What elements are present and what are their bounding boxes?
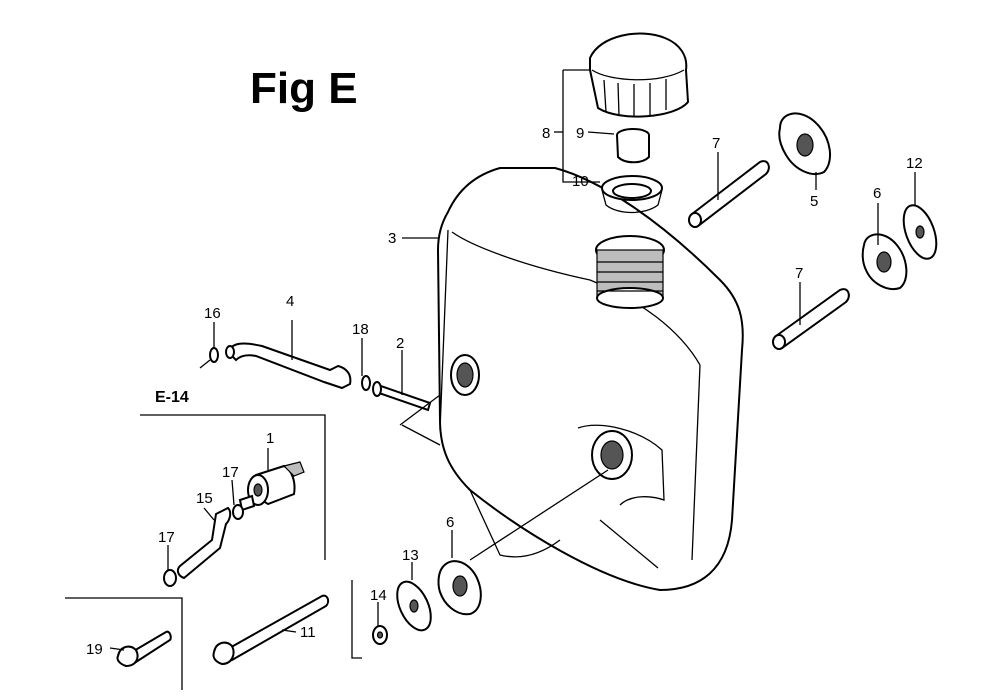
hose-clip-17-upper (232, 504, 244, 520)
callout-15: 15 (196, 490, 213, 507)
callout-2: 2 (396, 335, 404, 352)
callout-1: 1 (266, 430, 274, 447)
callout-5: 5 (810, 193, 818, 210)
callout-7-lower: 7 (795, 265, 803, 282)
bolt-19 (116, 630, 172, 668)
callout-labels: 1 2 3 4 5 6 6 7 7 8 9 10 11 12 13 14 15 … (86, 125, 923, 658)
grommet-6-right (861, 233, 908, 290)
fuel-tank (436, 167, 744, 592)
hose-clip-18 (361, 375, 371, 391)
callout-19: 19 (86, 641, 103, 658)
washer-12 (902, 204, 938, 260)
fuel-valve-1 (238, 461, 305, 512)
fuel-tube-15 (176, 506, 232, 580)
hose-clip-16 (209, 347, 219, 363)
fuel-cap (589, 32, 690, 118)
callout-18: 18 (352, 321, 369, 338)
figure-title: Fig E (250, 64, 358, 113)
callout-7-upper: 7 (712, 135, 720, 152)
hose-clip-17-lower (163, 569, 177, 587)
callout-10: 10 (572, 173, 589, 190)
callout-6-lower: 6 (446, 514, 454, 531)
rubber-mount-tube-lower (772, 288, 850, 350)
callout-4: 4 (286, 293, 294, 310)
callout-9: 9 (576, 125, 584, 142)
fuel-line-4 (225, 342, 352, 390)
group-frame-lines (65, 414, 362, 690)
callout-11: 11 (300, 624, 316, 641)
callout-12: 12 (906, 155, 923, 172)
callout-17-lower: 17 (158, 529, 175, 546)
reference-e14: E-14 (155, 389, 189, 406)
filter-screen (616, 128, 650, 164)
bolt-11 (212, 594, 330, 666)
callout-16: 16 (204, 305, 221, 322)
callout-14: 14 (370, 587, 387, 604)
grommet-5 (778, 112, 832, 175)
callout-6-right: 6 (873, 185, 881, 202)
leader-lines (109, 69, 916, 651)
bolt-2 (372, 381, 432, 412)
grommet-6-lower (437, 560, 482, 616)
callout-8: 8 (542, 125, 550, 142)
rubber-mount-tube-upper (688, 160, 770, 228)
cap-gasket (601, 175, 663, 214)
washer-13 (396, 580, 432, 632)
callout-13: 13 (402, 547, 419, 564)
washer-14 (372, 625, 388, 645)
callout-17-upper: 17 (222, 464, 239, 481)
callout-3: 3 (388, 230, 396, 247)
